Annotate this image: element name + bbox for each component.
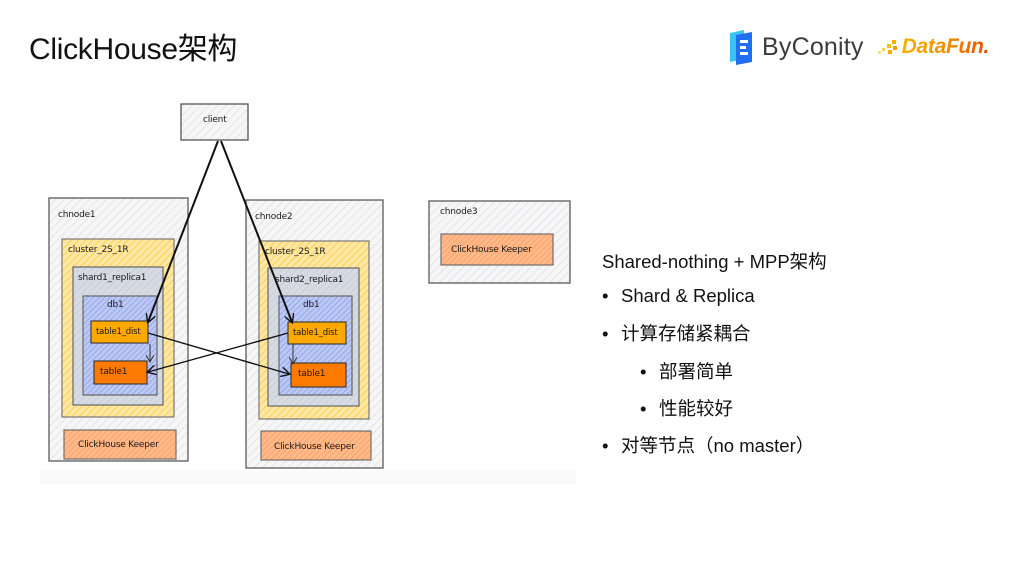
bullet-item: • 计算存储紧耦合	[602, 320, 751, 346]
chnode2-keeper-label: ClickHouse Keeper	[274, 442, 355, 452]
bullet-item: • 对等节点（no master）	[602, 432, 814, 458]
client-label: client	[203, 115, 227, 125]
bullet-text: 部署简单	[659, 361, 734, 382]
slide-title: ClickHouse架构	[29, 33, 238, 66]
chnode2-replica-label: shard2_replica1	[275, 275, 344, 285]
byconity-wordmark: ByConity	[762, 32, 864, 61]
bullet-item: • Shard & Replica	[602, 285, 755, 307]
chnode1-keeper-box	[63, 429, 177, 460]
chnode2-local-table-label: table1	[298, 369, 326, 379]
chnode1-cluster-label: cluster_2S_1R	[68, 245, 129, 255]
diagram-shadow	[40, 470, 576, 484]
chnode1-db-label: db1	[107, 300, 124, 310]
logo-bar: ByConity DataFun.	[728, 28, 989, 66]
bullet-heading: Shared-nothing + MPP架构	[602, 251, 827, 272]
chnode3-label: chnode3	[440, 207, 478, 217]
chnode1-keeper-label: ClickHouse Keeper	[78, 440, 159, 450]
bullet-dot: •	[602, 285, 609, 306]
bullet-text: Shard & Replica	[621, 285, 755, 306]
bullet-subitem: • 性能较好	[640, 395, 733, 421]
bullet-dot: •	[640, 398, 647, 419]
chnode1-replica-label: shard1_replica1	[78, 273, 147, 283]
chnode2-cluster-label: cluster_2S_1R	[265, 247, 326, 257]
node2-dist-to-node1-local-arrow	[148, 332, 289, 372]
bullet-dot: •	[602, 435, 609, 456]
bullet-text: 性能较好	[659, 398, 734, 419]
chnode2-dist-table-label: table1_dist	[293, 328, 338, 338]
byconity-logo: ByConity	[728, 29, 864, 65]
chnode1-dist-table-box	[90, 320, 149, 344]
bullet-subitem: • 部署简单	[640, 358, 733, 384]
chnode1-dist-table-label: table1_dist	[96, 327, 141, 337]
chnode2-keeper-box	[260, 430, 372, 461]
chnode1-local-table-label: table1	[100, 367, 128, 377]
byconity-icon	[728, 29, 754, 65]
datafun-wordmark: DataFun.	[901, 35, 990, 58]
node1-dist-to-node2-local-arrow	[147, 332, 289, 374]
bullet-text: 对等节点（no master）	[621, 435, 815, 456]
bullet-dot: •	[640, 361, 647, 382]
chnode2-local-table-box	[290, 362, 347, 388]
chnode3-keeper-box	[440, 233, 554, 266]
datafun-logo: DataFun.	[877, 35, 990, 59]
chnode3-keeper-label: ClickHouse Keeper	[451, 245, 532, 255]
bullet-dot: •	[602, 323, 609, 344]
bullet-text: 计算存储紧耦合	[621, 323, 751, 344]
client-to-node2-arrow	[220, 140, 292, 322]
chnode1-label: chnode1	[58, 210, 96, 220]
chnode2-db-label: db1	[303, 300, 320, 310]
datafun-dots-icon	[877, 38, 900, 56]
chnode2-label: chnode2	[255, 212, 293, 222]
client-to-node1-arrow	[148, 140, 219, 322]
client-box	[180, 103, 249, 141]
